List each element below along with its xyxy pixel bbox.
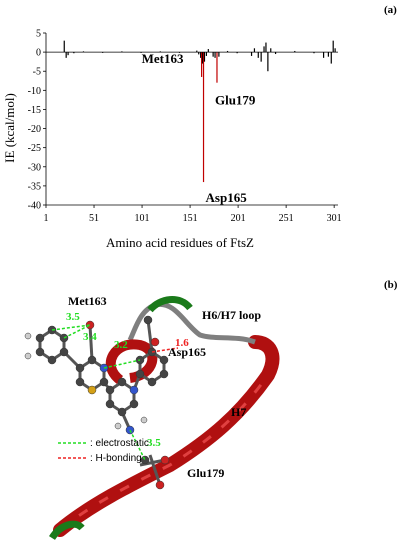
bar-residue-298 [330, 52, 332, 64]
bar-residue-260 [294, 50, 296, 53]
y-tick-label: -30 [28, 162, 41, 173]
annotation-met163: Met163 [142, 51, 184, 66]
bar-residue-22 [65, 52, 67, 58]
panel-label-a: (a) [384, 4, 397, 16]
y-ticks: 5 0 -5 -10 -15 -20 -25 -30 -35 -40 [28, 29, 46, 212]
y-tick-label: 0 [36, 48, 41, 59]
x-axis-title: Amino acid residues of FtsZ [106, 235, 254, 250]
bar-residue-166 [203, 52, 206, 62]
helix-h7 [53, 335, 280, 537]
x-tick-label: 151 [183, 213, 198, 224]
x-tick-label: 201 [231, 213, 246, 224]
bar-residue-165 [202, 52, 205, 183]
bar-residue-160 [198, 52, 200, 55]
atoms [24, 315, 170, 490]
bar-residue-190 [226, 50, 229, 53]
bar-residue-170 [207, 49, 209, 53]
distance-1: 3.5 [66, 311, 80, 323]
bar-residue-232 [267, 52, 269, 72]
bar-residue-230 [265, 42, 267, 53]
distance-3: 3.2 [114, 339, 128, 351]
bars-layer [63, 40, 336, 183]
bar-residue-177 [214, 52, 216, 58]
structure-panel: Met163 H6/H7 loop Asp165 H7 Glu179 3.5 3… [24, 294, 280, 541]
bar-residue-295 [327, 52, 329, 57]
bar-residue-200 [236, 52, 238, 54]
x-tick-label: 301 [327, 213, 342, 224]
bar-residue-181 [218, 52, 220, 57]
bar-residue-302 [334, 48, 336, 53]
structure-legend: : electrostatic : H-bonding [58, 438, 149, 464]
loop-h6-h7 [127, 301, 256, 345]
legend-electrostatic: : electrostatic [90, 438, 149, 449]
bar-residue-225 [260, 52, 262, 62]
panel-label-b: (b) [384, 279, 398, 291]
electrostatic-contacts [51, 324, 146, 461]
annotation-asp165: Asp165 [206, 190, 248, 205]
helix-h6 [105, 339, 158, 384]
y-tick-label: -35 [28, 181, 41, 192]
bar-residue-215 [250, 52, 253, 56]
y-axis-title: IE (kcal/mol) [2, 93, 17, 163]
bar-residue-168 [205, 52, 208, 56]
y-tick-label: -5 [33, 67, 41, 78]
label-asp165: Asp165 [168, 345, 206, 359]
y-tick-label: -10 [28, 86, 41, 97]
distance-2: 3.4 [83, 331, 97, 343]
label-met163: Met163 [68, 294, 107, 308]
x-tick-label: 101 [135, 213, 150, 224]
bar-residue-235 [270, 48, 272, 53]
bar-residue-158 [196, 50, 198, 53]
label-loop: H6/H7 loop [202, 308, 261, 322]
x-tick-label: 251 [279, 213, 294, 224]
bar-residue-280 [313, 52, 315, 54]
y-tick-label: -20 [28, 124, 41, 135]
hbond-contact [151, 347, 179, 353]
bar-residue-222 [257, 52, 259, 58]
bar-residue-290 [322, 52, 325, 58]
loop-green-top [147, 296, 193, 313]
bar-residue-240 [274, 52, 277, 55]
distance-4: 1.6 [175, 337, 189, 349]
bar-residue-300 [332, 40, 334, 53]
label-h7: H7 [231, 405, 246, 419]
x-tick-label: 1 [44, 213, 49, 224]
bar-residue-20 [63, 40, 65, 53]
y-tick-label: -25 [28, 143, 41, 154]
loop-green-bottom [49, 520, 85, 541]
bar-residue-175 [212, 52, 214, 57]
bar-residue-30 [73, 52, 75, 54]
annotation-glu179: Glu179 [215, 93, 256, 108]
bar-residue-218 [253, 48, 256, 53]
bar-residue-24 [67, 52, 69, 56]
x-tick-label: 51 [89, 213, 99, 224]
bar-residue-179 [216, 52, 218, 83]
distance-5: 3.5 [147, 437, 161, 449]
y-tick-label: 5 [36, 29, 41, 40]
legend-hbond: : H-bonding [90, 453, 142, 464]
bar-residue-164 [201, 52, 204, 64]
bar-residue-163 [201, 52, 203, 77]
label-glu179: Glu179 [187, 466, 224, 480]
bar-residue-228 [263, 46, 265, 53]
y-tick-label: -15 [28, 105, 41, 116]
bar-residue-162 [200, 52, 202, 58]
y-tick-label: -40 [28, 201, 41, 212]
